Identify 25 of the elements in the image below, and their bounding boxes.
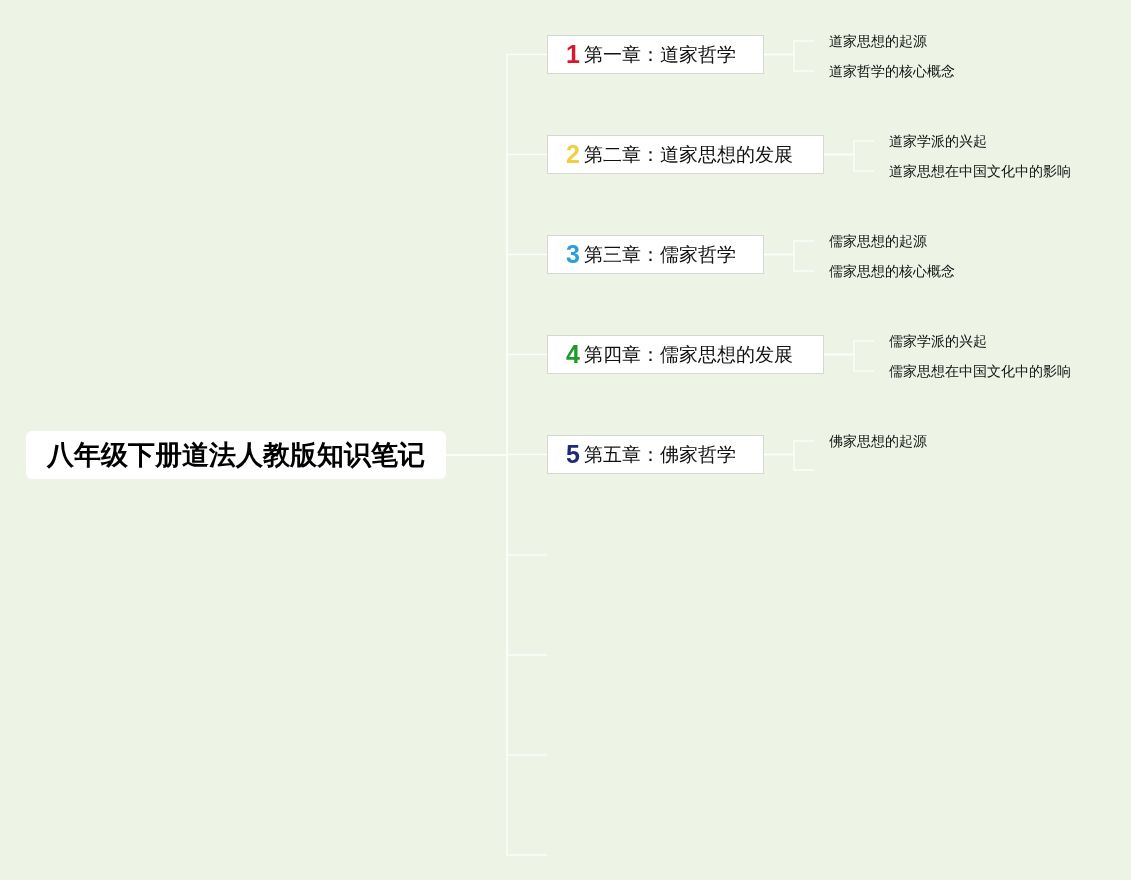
topic-text: 佛家思想的起源 xyxy=(814,431,927,451)
chapter-title: 第三章：儒家哲学 xyxy=(583,241,736,267)
topic-text: 儒家思想在中国文化中的影响 xyxy=(874,361,1071,381)
chapter-box xyxy=(547,135,824,174)
chapter-number: 3 xyxy=(566,240,580,269)
chapter-box xyxy=(547,435,764,474)
chapter-box xyxy=(547,35,764,74)
chapter-number: 4 xyxy=(566,340,580,369)
chapter-title: 第二章：道家思想的发展 xyxy=(583,141,793,167)
chapter-box xyxy=(547,335,824,374)
title-box: 八年级下册道法人教版知识笔记 xyxy=(26,431,446,479)
chapter-box xyxy=(547,235,764,274)
chapter-number: 1 xyxy=(566,40,580,69)
chapter-number: 5 xyxy=(566,440,580,469)
topic-text: 儒家学派的兴起 xyxy=(874,331,987,351)
topic-text: 儒家思想的核心概念 xyxy=(814,261,955,281)
topic-text: 儒家思想的起源 xyxy=(814,231,927,251)
chapter-title: 第五章：佛家哲学 xyxy=(583,441,736,467)
chapter-title: 第一章：道家哲学 xyxy=(583,41,736,67)
topic-text: 道家思想在中国文化中的影响 xyxy=(874,161,1071,181)
chapter-number: 2 xyxy=(566,140,580,169)
topic-text: 道家哲学的核心概念 xyxy=(814,61,955,81)
chapter-title: 第四章：儒家思想的发展 xyxy=(583,341,793,367)
topic-text: 道家思想的起源 xyxy=(814,31,927,51)
topic-text: 道家学派的兴起 xyxy=(874,131,987,151)
